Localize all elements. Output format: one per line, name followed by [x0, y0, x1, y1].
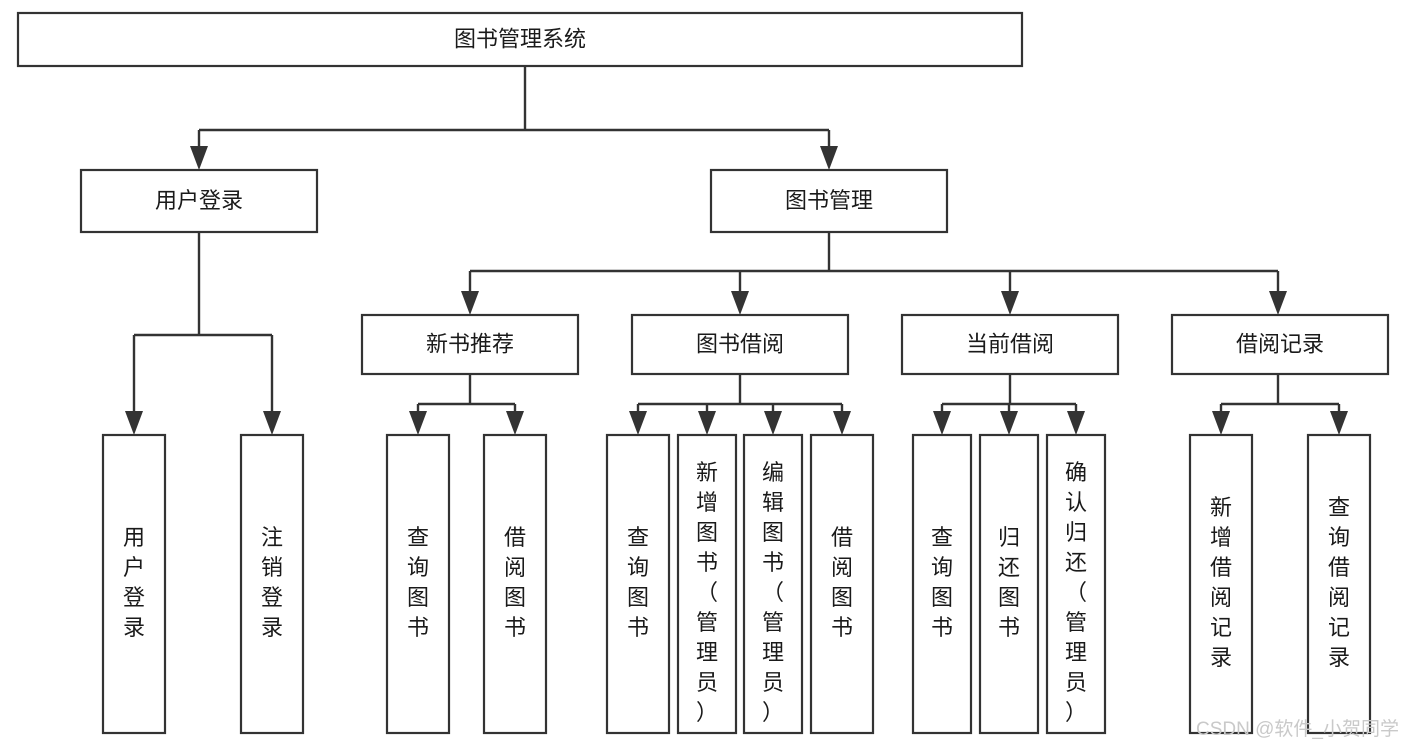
connector-group-current-to-leaves — [933, 374, 1085, 435]
node-box[interactable] — [709, 168, 949, 234]
arrow-head-icon — [409, 411, 427, 435]
node-leaf-cb-query[interactable]: 查询图书 — [911, 433, 973, 735]
node-box[interactable] — [630, 313, 850, 376]
node-leaf-br-query[interactable]: 查询借阅记录 — [1306, 433, 1372, 735]
node-label: 用户登录 — [155, 188, 243, 213]
arrow-head-icon — [1330, 411, 1348, 435]
arrow-head-icon — [461, 291, 479, 315]
node-box[interactable] — [1045, 433, 1107, 735]
connector-group-book-borrow-to-leaves — [629, 374, 851, 435]
node-box[interactable] — [605, 433, 671, 735]
arrow-head-icon — [629, 411, 647, 435]
arrow-head-icon — [833, 411, 851, 435]
arrow-head-icon — [190, 146, 208, 170]
node-borrow-record[interactable]: 借阅记录 — [1170, 313, 1390, 376]
node-box[interactable] — [1170, 313, 1390, 376]
node-label: 查询图书 — [407, 525, 429, 640]
node-label: 当前借阅 — [966, 331, 1054, 356]
node-root[interactable]: 图书管理系统 — [16, 11, 1024, 68]
node-label: 查询借阅记录 — [1328, 495, 1350, 670]
node-label: 新增借阅记录 — [1210, 495, 1232, 670]
node-box[interactable] — [809, 433, 875, 735]
node-box[interactable] — [482, 433, 548, 735]
node-book-borrow[interactable]: 图书借阅 — [630, 313, 850, 376]
node-label: 借阅图书 — [504, 525, 526, 640]
arrow-head-icon — [698, 411, 716, 435]
node-leaf-user-login[interactable]: 用户登录 — [101, 433, 167, 735]
arrow-head-icon — [731, 291, 749, 315]
arrow-head-icon — [125, 411, 143, 435]
node-label: 图书管理 — [785, 188, 873, 213]
node-label: 用户登录 — [123, 525, 145, 640]
node-label: 新书推荐 — [426, 331, 514, 356]
node-leaf-br-add[interactable]: 新增借阅记录 — [1188, 433, 1254, 735]
node-label: 查询图书 — [627, 525, 649, 640]
node-box[interactable] — [101, 433, 167, 735]
node-leaf-cb-return[interactable]: 归还图书 — [978, 433, 1040, 735]
node-box[interactable] — [911, 433, 973, 735]
nodes-layer: 图书管理系统用户登录图书管理新书推荐图书借阅当前借阅借阅记录用户登录注销登录查询… — [16, 11, 1390, 735]
node-box[interactable] — [978, 433, 1040, 735]
connector-group-user-login-to-leaves — [125, 232, 281, 435]
csdn-watermark: CSDN @软件_小贺同学 — [1196, 719, 1399, 740]
node-leaf-user-logout[interactable]: 注销登录 — [239, 433, 305, 735]
node-box[interactable] — [16, 11, 1024, 68]
connector-group-root-to-level2 — [190, 66, 838, 170]
node-box[interactable] — [239, 433, 305, 735]
node-label: 查询图书 — [931, 525, 953, 640]
node-label: 归还图书 — [998, 525, 1020, 640]
node-box[interactable] — [742, 433, 804, 735]
node-leaf-cb-confirm[interactable]: 确认归还（管理员） — [1045, 433, 1107, 735]
node-box[interactable] — [360, 313, 580, 376]
node-leaf-bb-edit[interactable]: 编辑图书（管理员） — [742, 433, 804, 735]
node-label: 确认归还（管理员） — [1065, 460, 1087, 725]
connector-group-new-book-to-leaves — [409, 374, 524, 435]
arrow-head-icon — [263, 411, 281, 435]
node-label: 注销登录 — [261, 525, 283, 640]
arrow-head-icon — [764, 411, 782, 435]
arrow-head-icon — [1001, 291, 1019, 315]
node-leaf-bb-query[interactable]: 查询图书 — [605, 433, 671, 735]
connector-group-book-mgmt-to-level3 — [461, 232, 1287, 315]
node-leaf-bb-borrow[interactable]: 借阅图书 — [809, 433, 875, 735]
arrow-head-icon — [1000, 411, 1018, 435]
arrow-head-icon — [1067, 411, 1085, 435]
arrow-head-icon — [1269, 291, 1287, 315]
node-leaf-bb-add[interactable]: 新增图书（管理员） — [676, 433, 738, 735]
node-user-login[interactable]: 用户登录 — [79, 168, 319, 234]
node-label: 图书管理系统 — [454, 26, 586, 51]
node-box[interactable] — [385, 433, 451, 735]
node-label: 编辑图书（管理员） — [762, 460, 784, 725]
connectors-layer — [125, 66, 1348, 435]
node-box[interactable] — [900, 313, 1120, 376]
node-box[interactable] — [1188, 433, 1254, 735]
node-leaf-nb-query[interactable]: 查询图书 — [385, 433, 451, 735]
node-box[interactable] — [676, 433, 738, 735]
node-label: 图书借阅 — [696, 331, 784, 356]
node-label: 借阅记录 — [1236, 331, 1324, 356]
node-label: 借阅图书 — [831, 525, 853, 640]
node-book-mgmt[interactable]: 图书管理 — [709, 168, 949, 234]
arrow-head-icon — [820, 146, 838, 170]
node-box[interactable] — [79, 168, 319, 234]
node-new-book-rec[interactable]: 新书推荐 — [360, 313, 580, 376]
node-leaf-nb-borrow[interactable]: 借阅图书 — [482, 433, 548, 735]
arrow-head-icon — [1212, 411, 1230, 435]
arrow-head-icon — [933, 411, 951, 435]
node-label: 新增图书（管理员） — [696, 460, 718, 725]
connector-group-record-to-leaves — [1212, 374, 1348, 435]
node-box[interactable] — [1306, 433, 1372, 735]
node-current-borrow[interactable]: 当前借阅 — [900, 313, 1120, 376]
arrow-head-icon — [506, 411, 524, 435]
